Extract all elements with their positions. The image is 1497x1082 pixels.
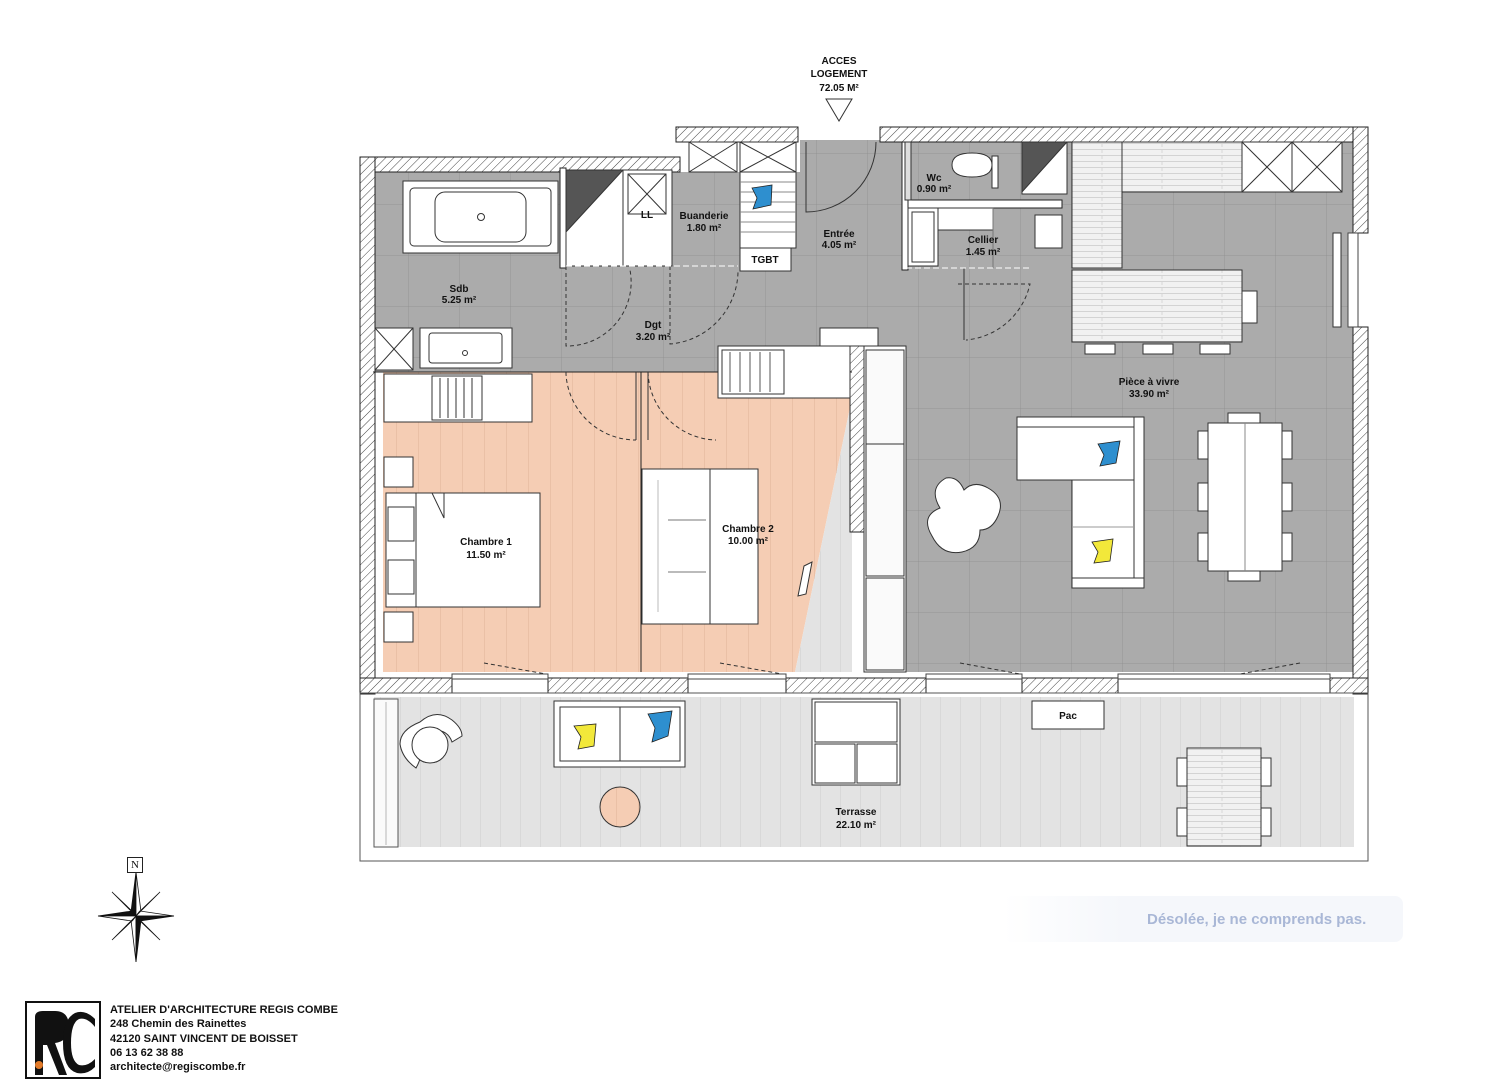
bedroom-furniture	[383, 373, 813, 643]
access-line-1: ACCES	[821, 56, 856, 67]
room-label-chambre-1: Chambre 1	[460, 537, 512, 548]
room-area-wc: 0.90 m²	[917, 184, 952, 195]
assistant-message: Désolée, je ne comprends pas.	[1147, 911, 1367, 928]
room-area-piece-a-vivre: 33.90 m²	[1129, 389, 1170, 400]
cushion-blue-icon	[1097, 440, 1121, 467]
wall-bath-partition	[559, 167, 567, 269]
wall-bottom-1	[359, 677, 453, 694]
room-label-wc: Wc	[927, 173, 942, 184]
cushion-blue-icon	[751, 184, 773, 210]
armchair-icon	[927, 477, 1001, 554]
firm-logo	[25, 1001, 101, 1079]
compass-north-label: N	[127, 857, 143, 873]
wall-bottom-4	[1021, 677, 1119, 694]
room-label-dgt: Dgt	[645, 320, 662, 331]
tgbt-box	[739, 247, 792, 272]
label-pac: Pac	[1059, 711, 1077, 722]
wall-left	[359, 156, 376, 695]
rc-logo-icon	[35, 1011, 95, 1075]
room-label-entree: Entrée	[823, 229, 855, 240]
wall-bottom-3	[785, 677, 927, 694]
room-label-chambre-2: Chambre 2	[722, 524, 774, 535]
firm-phone: 06 13 62 38 88	[110, 1046, 184, 1059]
room-label-terrasse: Terrasse	[836, 807, 877, 818]
access-line-2: LOGEMENT	[811, 69, 868, 80]
toilet-icon	[951, 152, 993, 178]
room-label-piece-a-vivre: Pièce à vivre	[1119, 377, 1180, 388]
wall-bottom-5	[1329, 677, 1369, 694]
firm-name: ATELIER D'ARCHITECTURE REGIS COMBE	[110, 1004, 338, 1016]
firm-address-2: 42120 SAINT VINCENT DE BOISSET	[110, 1032, 298, 1045]
labels: ACCES LOGEMENT 72.05 M² Sdb 5.25 m² Buan…	[442, 56, 1180, 831]
room-label-cellier: Cellier	[968, 235, 999, 246]
kitchen	[1071, 141, 1343, 355]
wall-cellier	[901, 199, 1063, 209]
room-area-cellier: 1.45 m²	[966, 247, 1001, 258]
firm-address-1: 248 Chemin des Rainettes	[110, 1018, 247, 1031]
kitchen-island	[1071, 269, 1243, 343]
room-area-entree: 4.05 m²	[822, 240, 857, 251]
doors	[483, 141, 1301, 675]
room-area-dgt: 3.20 m²	[636, 332, 671, 343]
wall-dgt-chambre	[849, 345, 865, 533]
entrance-arrow-icon	[825, 98, 853, 122]
terrace-outline	[359, 692, 1369, 862]
wall-top-mid	[675, 126, 799, 143]
room-label-buanderie: Buanderie	[680, 211, 729, 222]
cushion-yellow-icon	[573, 723, 597, 750]
room-area-buanderie: 1.80 m²	[687, 223, 722, 234]
label-ll: LL	[641, 210, 653, 221]
firm-email[interactable]: architecte@regiscombe.fr	[110, 1061, 246, 1074]
cushion-blue-icon	[647, 710, 673, 743]
windows	[451, 232, 1359, 680]
floor-wardrobe-strip	[795, 398, 852, 672]
buanderie-fixtures	[565, 141, 797, 272]
room-area-chambre-2: 10.00 m²	[728, 536, 769, 547]
room-area-chambre-1: 11.50 m²	[466, 550, 506, 561]
access-area: 72.05 M²	[819, 83, 859, 94]
wall-bottom-2	[547, 677, 689, 694]
room-label-sdb: Sdb	[450, 284, 469, 295]
living-furniture	[717, 327, 1293, 673]
architect-footer: ATELIER D'ARCHITECTURE REGIS COMBE 248 C…	[25, 1001, 385, 1079]
terrace-dining-table	[1186, 747, 1262, 847]
terrace-round-table	[599, 786, 641, 828]
compass-rose-icon	[97, 871, 175, 963]
room-area-terrasse: 22.10 m²	[836, 820, 877, 831]
bathroom-fixtures	[374, 180, 559, 371]
pac-unit	[1031, 700, 1105, 730]
wall-right-upper	[1352, 126, 1369, 234]
wall-top-right	[879, 126, 1369, 143]
label-tgbt: TGBT	[751, 255, 778, 266]
walls	[359, 126, 1369, 695]
wc-cellier-fixtures	[904, 141, 1069, 268]
firm-details: ATELIER D'ARCHITECTURE REGIS COMBE 248 C…	[110, 1003, 338, 1074]
cushion-yellow-icon	[1091, 538, 1114, 564]
room-area-sdb: 5.25 m²	[442, 295, 477, 306]
assistant-message-bubble	[1003, 896, 1403, 942]
hallway-cabinet	[819, 327, 879, 347]
wall-right-lower	[1352, 326, 1369, 695]
